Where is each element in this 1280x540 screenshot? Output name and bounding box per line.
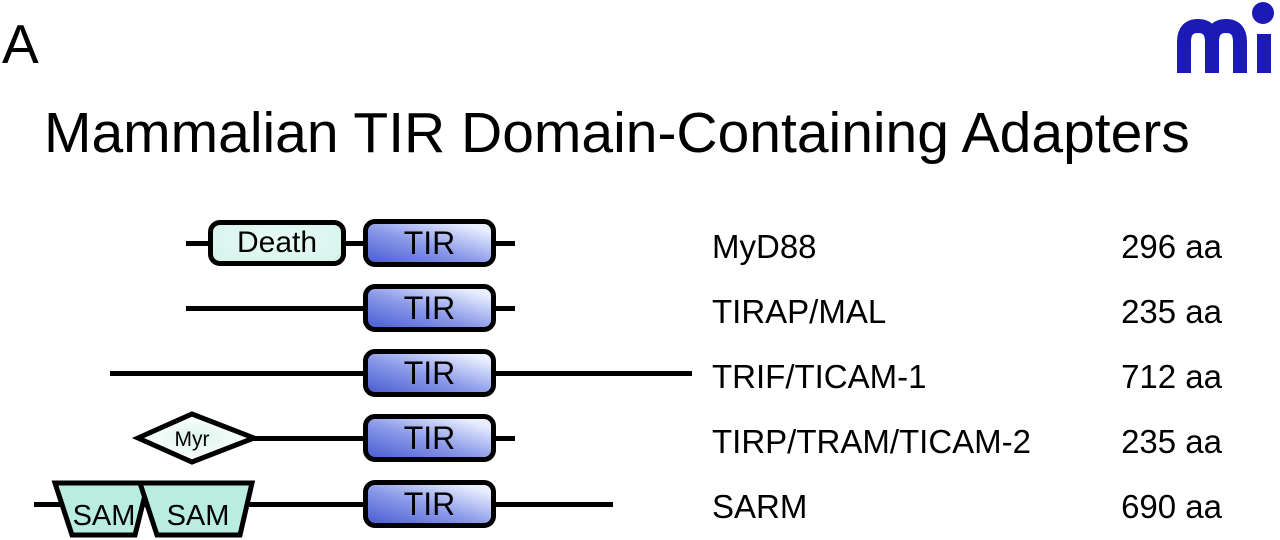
tir-domain-label: TIR	[403, 354, 456, 391]
myr-diamond-shape	[131, 411, 261, 465]
figure-title: Mammalian TIR Domain-Containing Adapters	[44, 101, 1190, 165]
myr-domain-label: Myr	[175, 428, 210, 451]
protein-name-tirap: TIRAP/MAL	[712, 293, 887, 330]
protein-length-myd88: 296 aa	[1121, 228, 1222, 265]
tir-domain-box-trif: TIR	[363, 349, 496, 397]
tir-domain-box-myd88: TIR	[363, 219, 496, 267]
sam-domain-shape-1	[51, 480, 152, 538]
protein-length-sarm: 690 aa	[1121, 488, 1222, 525]
myr-domain-diamond: Myr	[131, 411, 261, 465]
death-domain-box: Death	[208, 220, 346, 266]
sam-domain-label-1: SAM	[73, 500, 136, 532]
protein-length-trif: 712 aa	[1121, 358, 1222, 395]
tir-domain-box-sarm: TIR	[363, 480, 496, 528]
logo-i-stem	[1257, 34, 1271, 73]
sam-domains-group: SAM SAM	[51, 480, 256, 538]
tir-domain-label: TIR	[403, 289, 456, 326]
mi-journal-logo-icon	[1177, 2, 1274, 73]
protein-length-tirap: 235 aa	[1121, 293, 1222, 330]
sam-domain-label-2: SAM	[167, 500, 230, 532]
sam-domain-shape-2	[136, 480, 256, 538]
backbone-line-sarm	[34, 502, 613, 507]
tir-domain-label: TIR	[403, 224, 456, 261]
tir-domain-label: TIR	[403, 419, 456, 456]
tir-domain-box-tirp: TIR	[363, 414, 496, 462]
logo-m-glyph	[1177, 18, 1247, 73]
logo-i-dot	[1252, 2, 1274, 24]
backbone-line-tirap	[186, 306, 515, 311]
tir-domain-box-tirap: TIR	[363, 284, 496, 332]
death-domain-label: Death	[236, 226, 318, 259]
protein-name-tirp: TIRP/TRAM/TICAM-2	[712, 423, 1031, 460]
protein-name-sarm: SARM	[712, 488, 808, 525]
protein-name-trif: TRIF/TICAM-1	[712, 358, 927, 395]
tir-domain-label: TIR	[403, 485, 456, 522]
panel-letter: A	[2, 13, 39, 75]
protein-name-myd88: MyD88	[712, 228, 817, 265]
backbone-line-myd88	[186, 241, 515, 246]
protein-length-tirp: 235 aa	[1121, 423, 1222, 460]
